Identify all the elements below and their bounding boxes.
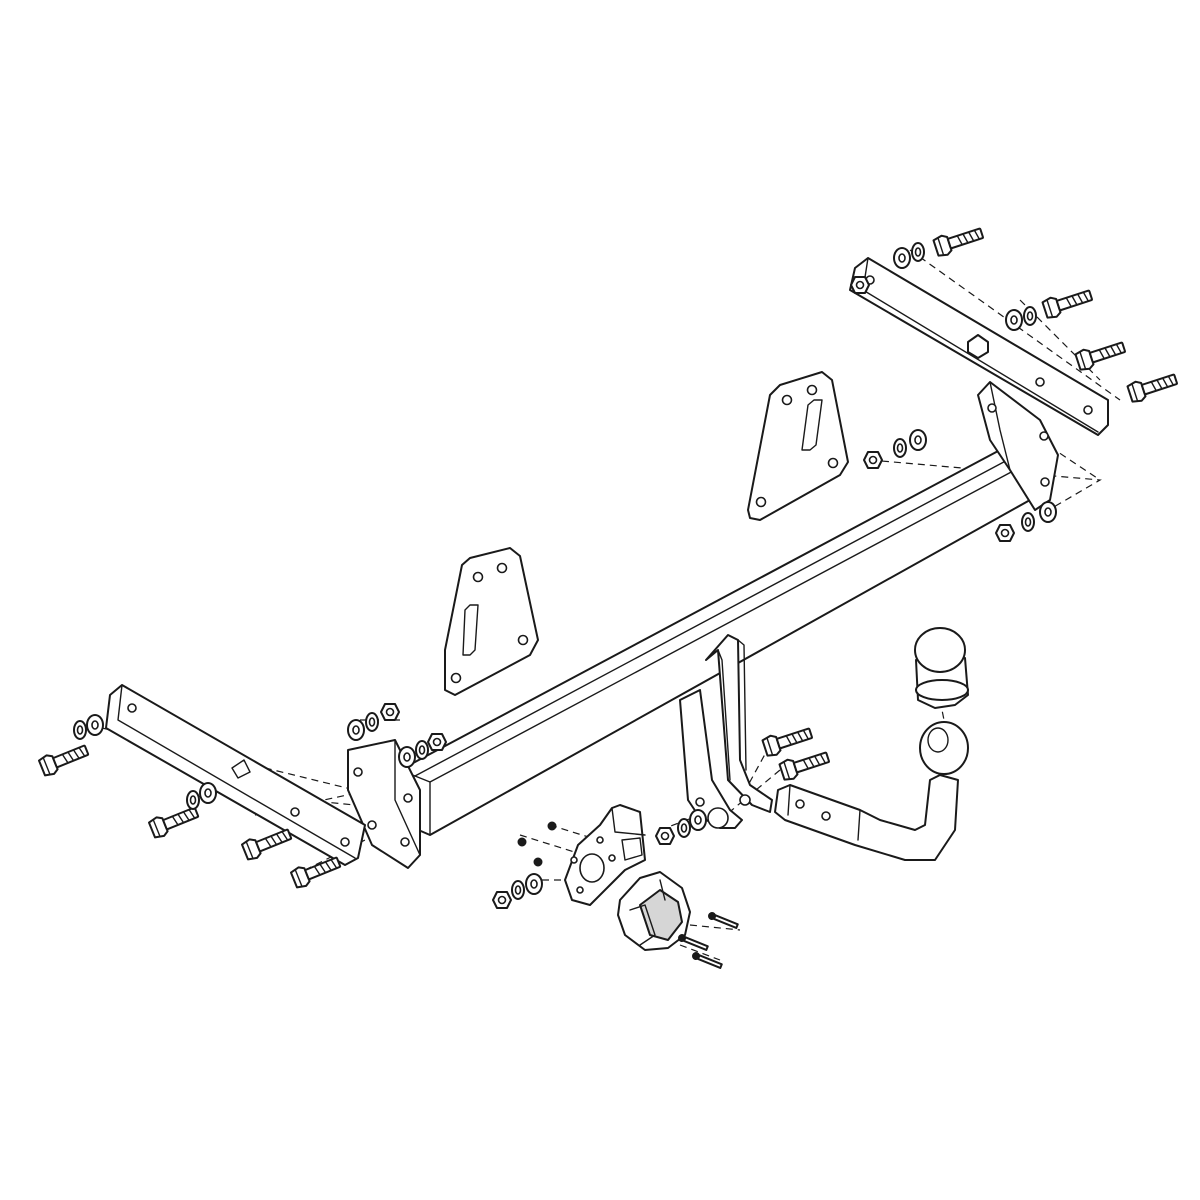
screw [706, 910, 740, 931]
left-side-bracket [105, 684, 366, 866]
bolt [1040, 284, 1095, 321]
lock-washer [1021, 512, 1035, 532]
lock-washer [511, 880, 525, 900]
washer [909, 429, 927, 451]
lock-washer [186, 790, 200, 810]
washer [1039, 501, 1057, 523]
small-nut [533, 857, 543, 867]
lock-washer [893, 438, 907, 458]
tow-ball-cover [914, 627, 969, 709]
washer [689, 809, 707, 831]
washer [199, 782, 217, 804]
lock-washer [73, 720, 87, 740]
washer [1005, 309, 1023, 331]
bolt [931, 222, 986, 259]
bolt [777, 746, 832, 783]
small-nut [517, 837, 527, 847]
screw [676, 932, 710, 953]
left-end-plate [347, 739, 421, 869]
bolt [289, 851, 344, 891]
left-mounting-plate [444, 547, 539, 696]
center-drop-bracket [679, 634, 773, 829]
bolt [1125, 368, 1180, 405]
nut [427, 733, 447, 751]
washer [86, 714, 104, 736]
lock-washer [365, 712, 379, 732]
washer [893, 247, 911, 269]
washers [73, 242, 1057, 900]
small-nut [547, 821, 557, 831]
tow-ball-neck [774, 721, 969, 861]
nut [655, 827, 675, 845]
electrical-socket [617, 871, 691, 951]
bolt [240, 823, 295, 863]
nut [995, 524, 1015, 542]
lock-washer [415, 740, 429, 760]
screw [690, 950, 724, 971]
washer [525, 873, 543, 895]
nut [850, 276, 870, 294]
washer [398, 746, 416, 768]
bolt [37, 739, 92, 779]
lock-washer [1023, 306, 1037, 326]
bolt [1073, 336, 1128, 373]
nut [863, 451, 883, 469]
right-mounting-plate [747, 371, 849, 521]
nut [380, 703, 400, 721]
lock-washer [677, 818, 691, 838]
electrical-socket-bracket [564, 804, 646, 906]
right-end-plate [977, 381, 1059, 511]
right-side-bracket [849, 257, 1109, 436]
lock-washer [911, 242, 925, 262]
nut [492, 891, 512, 909]
socket-screws [517, 821, 740, 971]
washer [347, 719, 365, 741]
bolt [760, 722, 815, 759]
